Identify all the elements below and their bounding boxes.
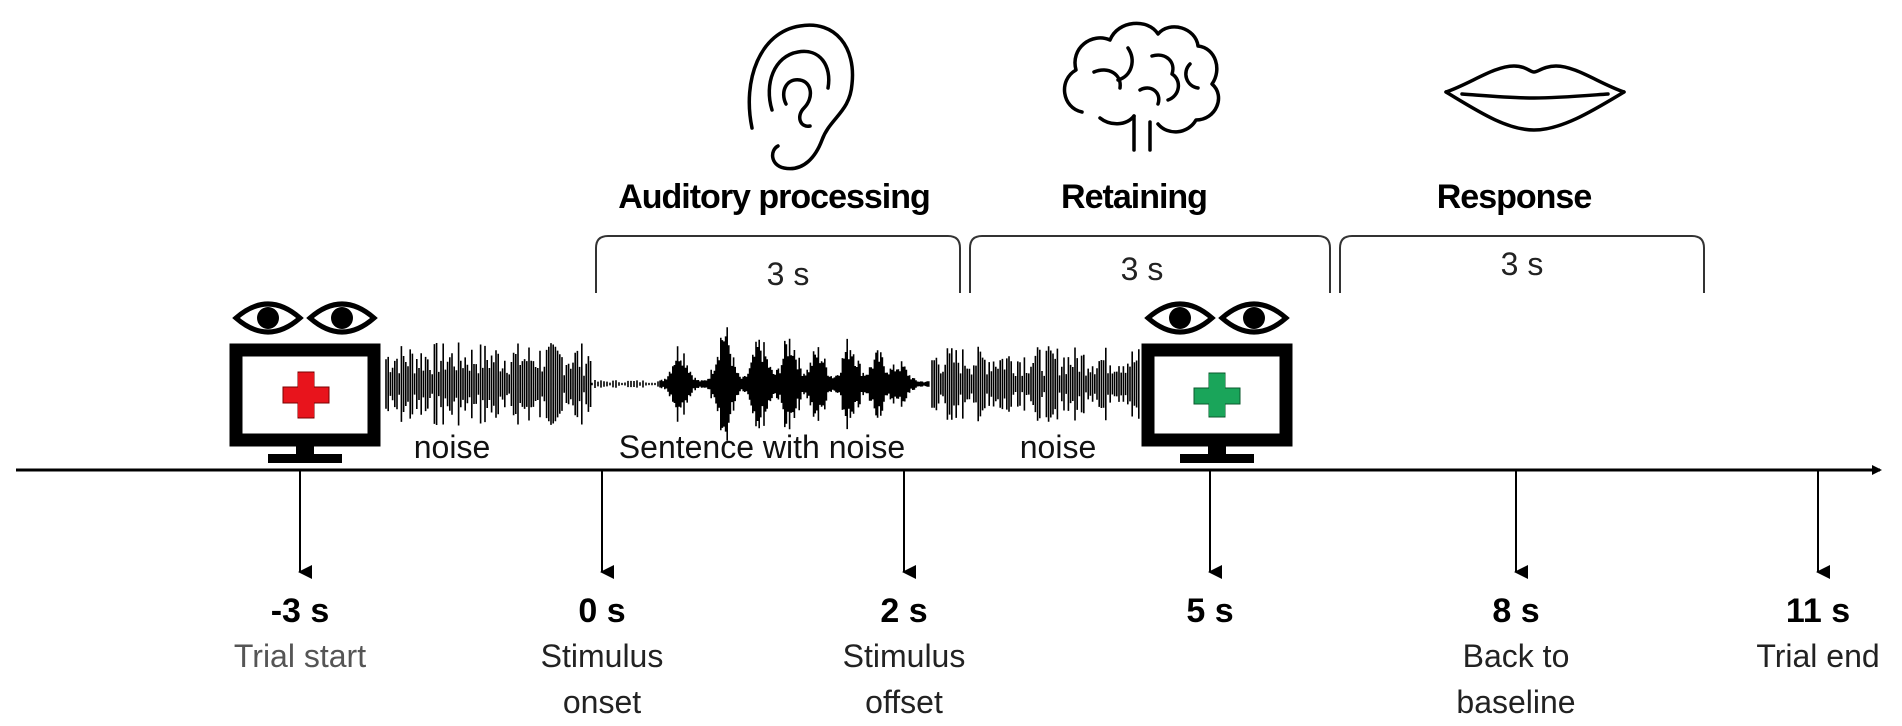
tick-value: 8 s — [1492, 592, 1539, 630]
tick-description: Back to — [1463, 638, 1570, 674]
tick-description: Stimulus — [541, 638, 664, 674]
phase-title-retaining: Retaining — [1061, 178, 1207, 216]
tick-description: offset — [865, 684, 943, 720]
tick-value: 2 s — [880, 592, 927, 630]
monitor-icon-green-cross — [1141, 343, 1293, 463]
brain-icon — [1062, 21, 1221, 152]
tick-value: 5 s — [1186, 592, 1233, 630]
audio-waveform — [385, 327, 1140, 441]
phase-title-auditory-processing: Auditory processing — [618, 178, 930, 216]
noise-label-after: noise — [1020, 429, 1097, 465]
sentence-with-noise-label: Sentence with noise — [619, 429, 905, 465]
phase-title-response: Response — [1437, 178, 1592, 216]
bracket-auditory — [595, 235, 961, 293]
tick-description: baseline — [1456, 684, 1575, 720]
tick-description: onset — [563, 684, 641, 720]
eyes-icon — [232, 301, 378, 335]
tick-description: Trial end — [1756, 638, 1879, 674]
tick-value: -3 s — [271, 592, 330, 630]
tick-value: 0 s — [578, 592, 625, 630]
bracket-retaining — [969, 235, 1331, 293]
timeline-ticks: -3 s Trial start 0 s Stimulus onset 2 s Stimul… — [234, 470, 1880, 720]
eyes-icon-right — [1144, 301, 1290, 335]
tick-description: Stimulus — [843, 638, 966, 674]
ear-icon — [747, 23, 855, 171]
noise-label-before: noise — [414, 429, 491, 465]
duration-response: 3 s — [1501, 246, 1544, 282]
lips-icon — [1444, 64, 1626, 132]
tick-value: 11 s — [1786, 592, 1850, 630]
tick-description: Trial start — [234, 638, 366, 674]
duration-auditory: 3 s — [767, 256, 810, 292]
monitor-icon-red-cross — [229, 343, 381, 463]
duration-retaining: 3 s — [1121, 251, 1164, 287]
waveform-path — [385, 327, 1140, 441]
bracket-response — [1339, 235, 1705, 293]
